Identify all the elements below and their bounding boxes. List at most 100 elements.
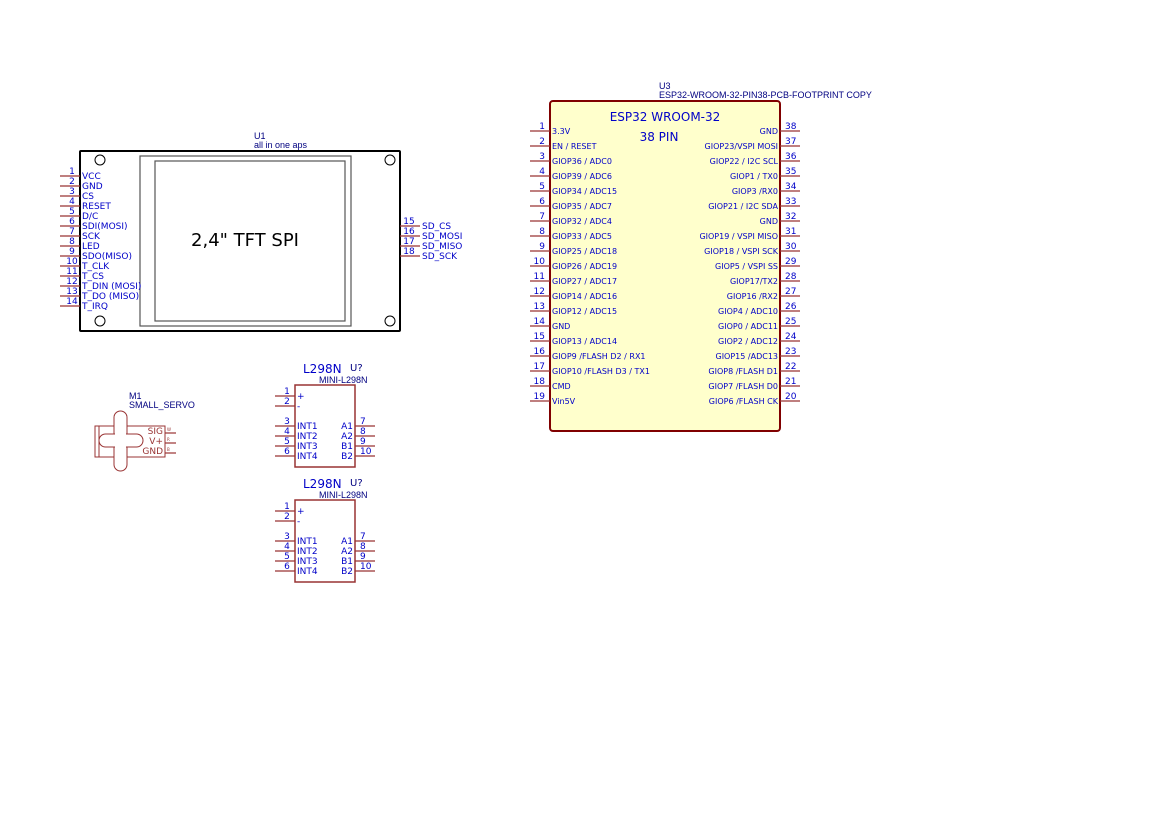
- pin-label: GND: [82, 182, 103, 192]
- esp32-symbol[interactable]: U3 ESP32-WROOM-32-PIN38-PCB-FOOTPRINT CO…: [549, 81, 872, 432]
- driver-pin[interactable]: 9B1: [341, 552, 375, 567]
- pin-number: 18: [534, 377, 546, 387]
- pin-number: 6: [284, 562, 290, 572]
- pin-label: GIOP23/VSPI MOSI: [705, 142, 778, 151]
- pin-label: VCC: [82, 172, 101, 182]
- pin-number: 12: [66, 277, 77, 287]
- driver-pin[interactable]: 1+: [275, 502, 305, 517]
- pin-label: GIOP33 / ADC5: [552, 232, 612, 241]
- driver-pin[interactable]: 2-: [275, 512, 300, 527]
- driver-pin[interactable]: 7A1: [341, 532, 375, 547]
- pin-number: 15: [403, 217, 414, 227]
- servo-pin[interactable]: V+R: [149, 437, 176, 447]
- tft-display-symbol[interactable]: U1 all in one aps 2,4" TFT SPI: [79, 131, 401, 332]
- driver-value: MINI-L298N: [319, 490, 368, 500]
- tft-screen: [154, 160, 346, 322]
- driver-pin[interactable]: 1+: [275, 387, 305, 402]
- mount-hole-icon: [384, 315, 396, 327]
- pin-label: GIOP15 /ADC13: [716, 352, 779, 361]
- driver-pin[interactable]: 8A2: [341, 542, 375, 557]
- pin-label: T_CS: [81, 272, 104, 282]
- servo-symbol[interactable]: M1 SMALL_SERVO: [94, 391, 195, 472]
- driver-pin[interactable]: 9B1: [341, 437, 375, 452]
- pin-number: 7: [360, 532, 366, 542]
- driver-pin[interactable]: 2-: [275, 397, 300, 412]
- driver-pin[interactable]: 7A1: [341, 417, 375, 432]
- pin-label: GIOP3 /RX0: [732, 187, 778, 196]
- pin-label: V+: [149, 437, 163, 447]
- pin-label: GIOP22 / I2C SCL: [710, 157, 779, 166]
- pin-number: 10: [66, 257, 78, 267]
- driver-pin[interactable]: 8A2: [341, 427, 375, 442]
